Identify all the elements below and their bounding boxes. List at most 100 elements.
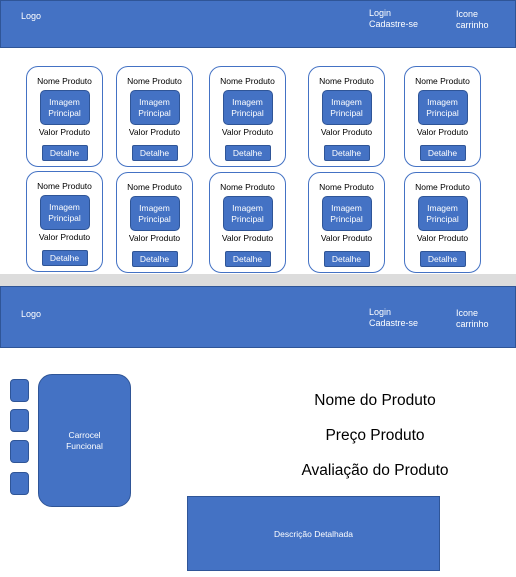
product-name: Nome Produto: [220, 76, 275, 86]
image-label-2: Principal: [138, 107, 171, 118]
product-price: Valor Produto: [38, 127, 91, 137]
login-register-links: Login Cadastre-se: [369, 8, 418, 30]
image-label-2: Principal: [426, 107, 459, 118]
image-label-2: Principal: [138, 213, 171, 224]
image-label-1: Imagem: [139, 202, 170, 213]
image-label-1: Imagem: [427, 202, 458, 213]
product-price: Valor Produto: [320, 233, 373, 243]
register-link[interactable]: Cadastre-se: [369, 19, 419, 29]
image-label-1: Imagem: [139, 96, 170, 107]
product-name: Nome Produto: [220, 182, 275, 192]
product-price: Valor Produto: [221, 233, 274, 243]
carousel-thumbnail[interactable]: [10, 379, 29, 402]
product-name: Nome Produto: [37, 181, 92, 191]
cart-icon-label-1: Icone: [456, 308, 479, 318]
cart-icon-label-2: carrinho: [456, 20, 489, 30]
product-price: Preço Produto: [325, 427, 425, 444]
product-description: Descrição Detalhada: [187, 496, 440, 571]
cart-icon-label-1: Icone: [456, 9, 479, 19]
image-label-2: Principal: [426, 213, 459, 224]
product-title: Nome do Produto: [314, 392, 436, 409]
product-name: Nome Produto: [319, 76, 374, 86]
detail-button[interactable]: Detalhe: [224, 251, 271, 267]
image-label-1: Imagem: [49, 96, 80, 107]
image-label-2: Principal: [48, 212, 81, 223]
cart-icon[interactable]: Icone carrinho: [456, 9, 496, 31]
product-price: Valor Produto: [416, 233, 469, 243]
product-price: Valor Produto: [128, 233, 181, 243]
top-bar: Logo Login Cadastre-se Icone carrinho: [0, 286, 516, 348]
top-bar: Logo Login Cadastre-se Icone carrinho: [0, 0, 516, 48]
carousel-thumbnail[interactable]: [10, 409, 29, 432]
logo[interactable]: Logo: [21, 11, 42, 21]
product-price: Valor Produto: [38, 232, 91, 242]
image-label-1: Imagem: [49, 201, 80, 212]
register-link[interactable]: Cadastre-se: [369, 318, 419, 328]
detail-button[interactable]: Detalhe: [131, 251, 178, 267]
product-name: Nome Produto: [415, 182, 470, 192]
image-label-2: Principal: [231, 213, 264, 224]
cart-icon-label-2: carrinho: [456, 319, 489, 329]
detail-button[interactable]: Detalhe: [41, 250, 88, 266]
image-label-1: Imagem: [232, 202, 263, 213]
image-carousel[interactable]: Carrocel Funcional: [38, 374, 131, 507]
login-link[interactable]: Login: [369, 307, 392, 317]
logo[interactable]: Logo: [21, 309, 42, 319]
carousel-label-1: Carrocel: [68, 429, 101, 440]
detail-button[interactable]: Detalhe: [323, 145, 370, 161]
product-price: Valor Produto: [128, 127, 181, 137]
product-name: Nome Produto: [37, 76, 92, 86]
image-label-1: Imagem: [427, 96, 458, 107]
panel-separator: [0, 274, 516, 286]
detail-button[interactable]: Detalhe: [419, 251, 466, 267]
product-rating: Avaliação do Produto: [301, 462, 449, 479]
cart-icon[interactable]: Icone carrinho: [456, 308, 496, 330]
image-label-2: Principal: [48, 107, 81, 118]
carousel-label-2: Funcional: [66, 440, 103, 451]
detail-button[interactable]: Detalhe: [131, 145, 178, 161]
login-register-links: Login Cadastre-se: [369, 307, 418, 329]
image-label-2: Principal: [330, 213, 363, 224]
image-label-2: Principal: [231, 107, 264, 118]
product-name: Nome Produto: [319, 182, 374, 192]
product-list-wireframe: Logo Login Cadastre-se Icone carrinho No…: [0, 0, 516, 274]
image-label-1: Imagem: [331, 96, 362, 107]
product-name: Nome Produto: [127, 76, 182, 86]
image-label-1: Imagem: [232, 96, 263, 107]
carousel-thumbnail[interactable]: [10, 472, 29, 495]
product-name: Nome Produto: [415, 76, 470, 86]
login-link[interactable]: Login: [369, 8, 392, 18]
image-label-1: Imagem: [331, 202, 362, 213]
product-name: Nome Produto: [127, 182, 182, 192]
product-price: Valor Produto: [416, 127, 469, 137]
product-price: Valor Produto: [320, 127, 373, 137]
carousel-thumbnail[interactable]: [10, 440, 29, 463]
detail-button[interactable]: Detalhe: [323, 251, 370, 267]
product-price: Valor Produto: [221, 127, 274, 137]
detail-button[interactable]: Detalhe: [419, 145, 466, 161]
product-detail-wireframe: Logo Login Cadastre-se Icone carrinho Ca…: [0, 286, 516, 577]
detail-button[interactable]: Detalhe: [224, 145, 271, 161]
detail-button[interactable]: Detalhe: [41, 145, 88, 161]
image-label-2: Principal: [330, 107, 363, 118]
